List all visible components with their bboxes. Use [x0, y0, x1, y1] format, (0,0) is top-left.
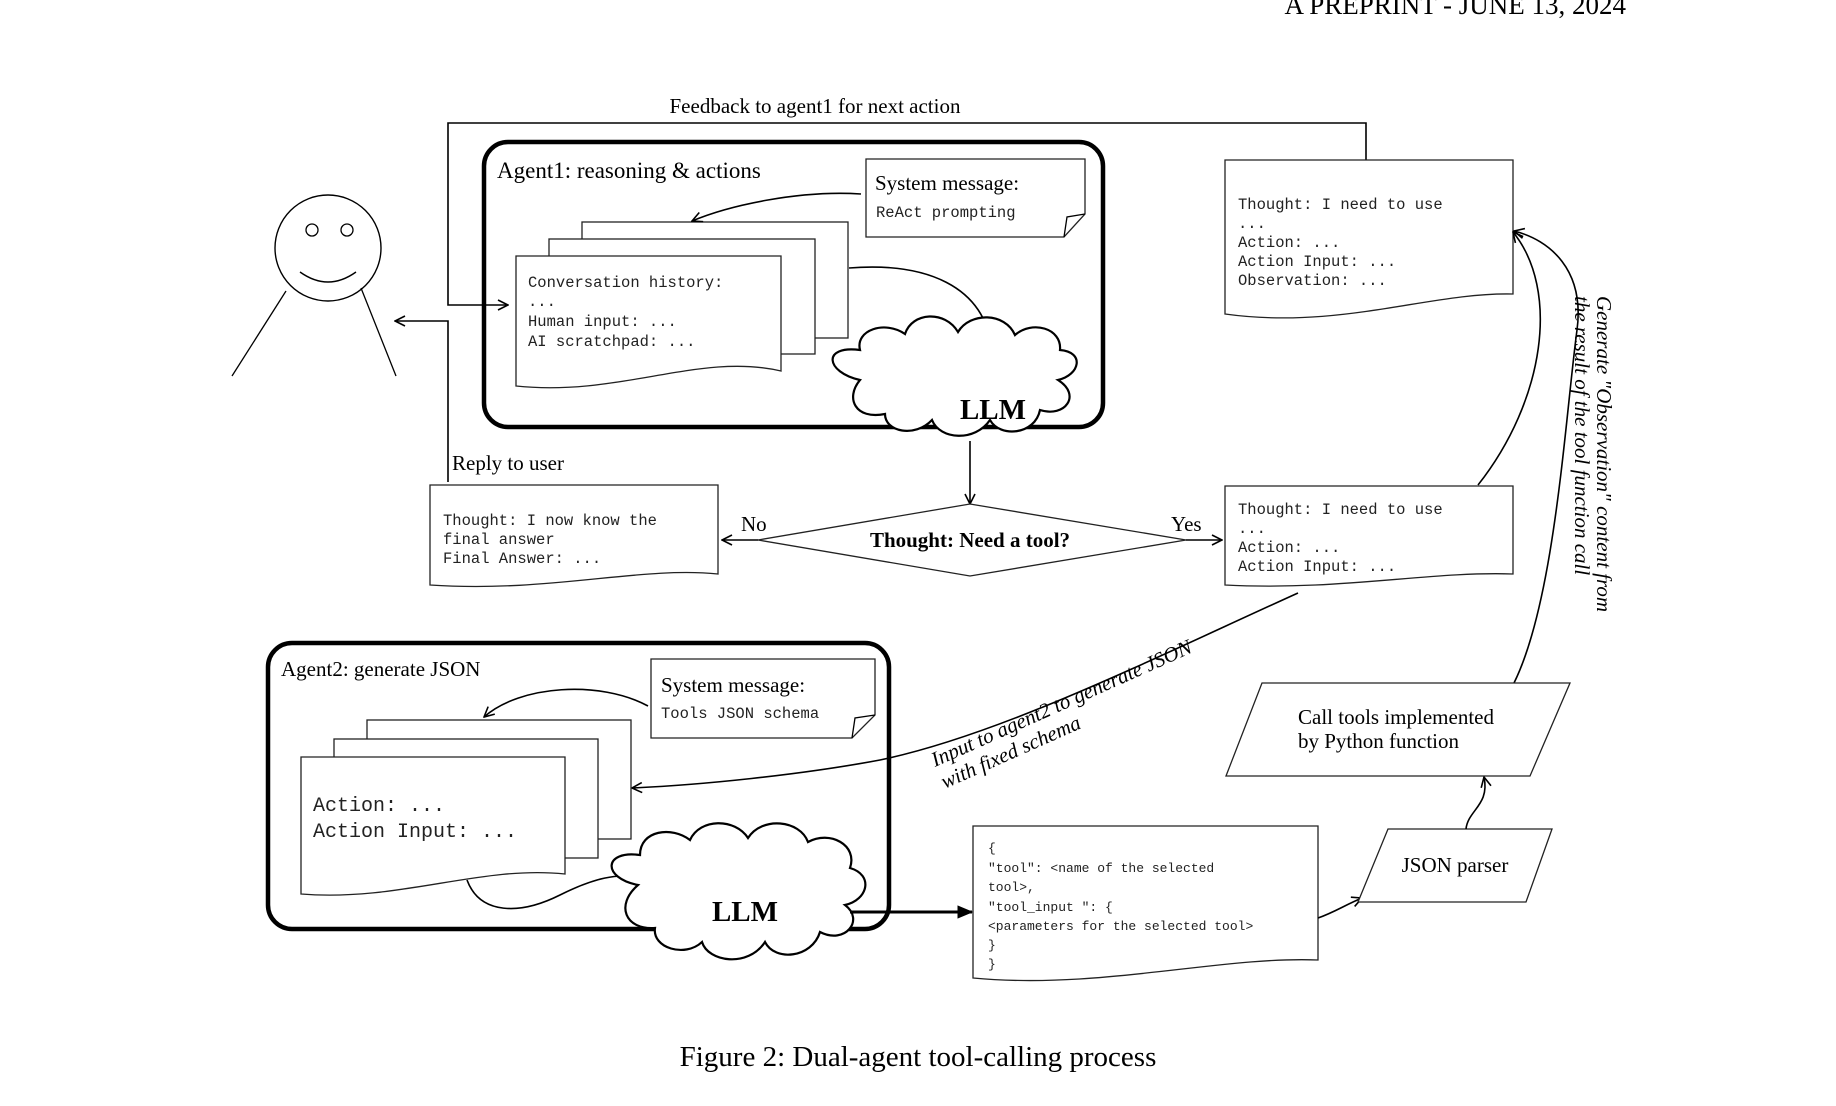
decision-yes-label: Yes: [1171, 512, 1202, 536]
agent2-box: [265, 640, 892, 932]
agent2-system-message-note: [650, 658, 876, 739]
decision-diamond: Thought: Need a tool? No Yes: [722, 503, 1222, 577]
json-parser-label: JSON parser: [1402, 853, 1509, 877]
history-doc-front: [515, 255, 782, 389]
agent2-title: Agent2: generate JSON: [281, 657, 480, 681]
llm-cloud-agent1: LLM: [831, 315, 1078, 437]
observation-doc: Thought: I need to use ... Action: ... A…: [1224, 159, 1514, 319]
agent1-box: [481, 139, 1106, 430]
llm-label-2: LLM: [712, 896, 778, 928]
observation-text: Thought: I need to use ... Action: ... A…: [1238, 196, 1452, 290]
call-tools-box: Call tools implemented by Python functio…: [1225, 682, 1571, 777]
user-figure-icon: [231, 194, 397, 377]
agent2-doc-text: Action: ... Action Input: ...: [313, 795, 517, 844]
json-output-doc: { "tool": <name of the selected tool>, "…: [972, 825, 1319, 982]
final-answer-doc: Thought: I now know the final answer Fin…: [429, 484, 719, 588]
agent2-input-caption: Input to agent2 to generate JSON with fi…: [926, 632, 1210, 793]
json-parser-box: JSON parser: [1357, 828, 1553, 903]
tool-thought-doc: Thought: I need to use ... Action: ... A…: [1224, 485, 1514, 587]
decision-label: Thought: Need a tool?: [870, 528, 1070, 552]
agent1-title: Agent1: reasoning & actions: [497, 158, 761, 183]
system-message-title: System message:: [875, 171, 1019, 195]
agent2-system-title: System message:: [661, 673, 805, 697]
history-text: Conversation history: ... Human input: .…: [528, 274, 733, 351]
reply-label: Reply to user: [452, 451, 564, 475]
tool-thought-text: Thought: I need to use ... Action: ... A…: [1238, 501, 1452, 576]
running-head: A PREPRINT - JUNE 13, 2024: [1284, 0, 1626, 20]
agent2-doc-front: [300, 756, 566, 896]
agent2-system-content: Tools JSON schema: [661, 705, 819, 723]
agent1-group: Agent1: reasoning & actions Conversation…: [481, 139, 1106, 430]
decision-no-label: No: [741, 512, 767, 536]
feedback-loop: Feedback to agent1 for next action Reply…: [395, 94, 1367, 482]
system-message-note: [865, 158, 1086, 238]
figure-caption: Figure 2: Dual-agent tool-calling proces…: [680, 1041, 1157, 1073]
call-tools-text: Call tools implemented by Python functio…: [1298, 705, 1499, 753]
llm-cloud-agent2: LLM: [610, 822, 867, 961]
json-output-text: { "tool": <name of the selected tool>, "…: [988, 841, 1261, 972]
system-message-content: ReAct prompting: [876, 204, 1016, 222]
llm-label-1: LLM: [960, 394, 1026, 426]
observation-caption: Generate "Observation" content from the …: [1570, 296, 1616, 617]
agent2-group: Agent2: generate JSON Action: ... Action…: [265, 640, 892, 932]
feedback-label: Feedback to agent1 for next action: [670, 94, 961, 118]
final-answer-text: Thought: I now know the final answer Fin…: [443, 512, 666, 568]
